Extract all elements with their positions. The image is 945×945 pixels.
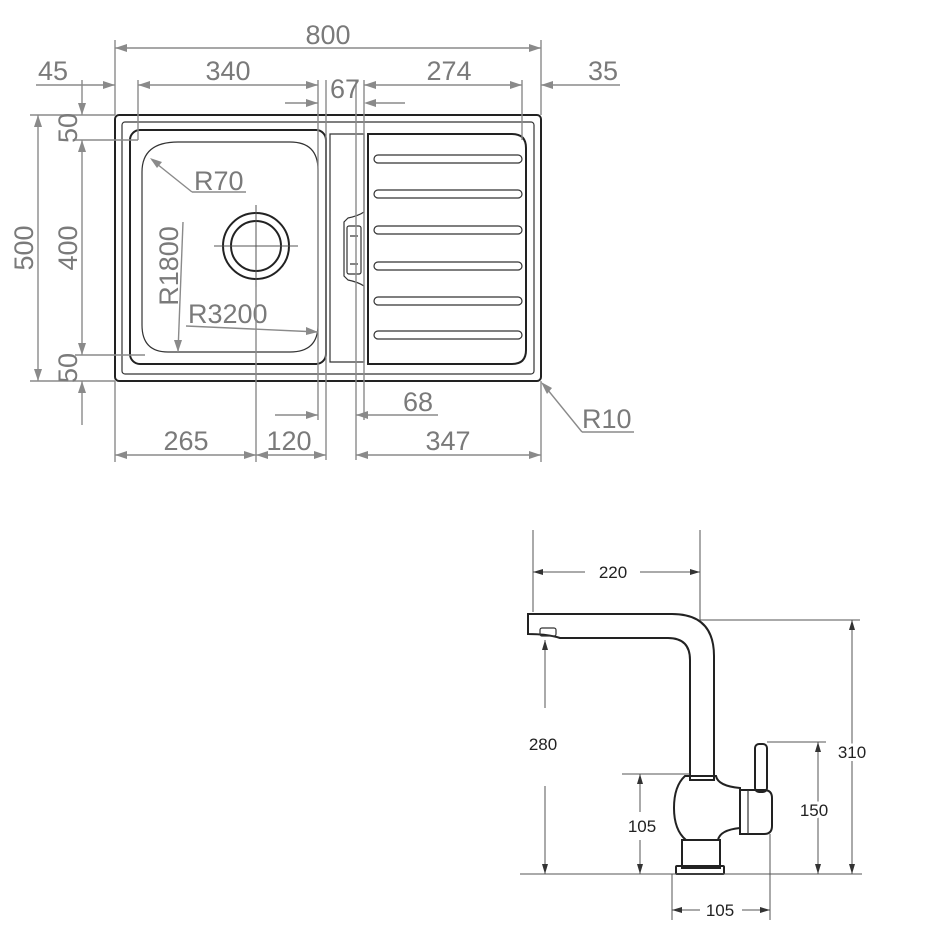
dim-bowl-width: 340 [205, 56, 250, 86]
dim-bottom-right: 347 [425, 426, 470, 456]
dim-left-offset: 45 [38, 56, 68, 86]
bowl-inner [141, 141, 319, 353]
faucet-dimensions: 220 280 310 150 105 105 [520, 530, 869, 920]
dim-handle-height: 150 [800, 801, 828, 820]
dim-body-height: 105 [628, 817, 656, 836]
sink-top-view [114, 114, 542, 382]
dim-bottom-mid: 120 [266, 426, 311, 456]
dim-bottom-margin: 50 [53, 353, 83, 383]
dim-height-total: 500 [9, 225, 39, 270]
faucet-stem [681, 839, 721, 869]
label-r10: R10 [582, 404, 632, 434]
dim-spout-height: 280 [529, 735, 557, 754]
label-r3200: R3200 [188, 299, 268, 329]
label-r70: R70 [194, 166, 244, 196]
dim-top-margin: 50 [53, 113, 83, 143]
dim-gap-68: 68 [403, 387, 433, 417]
dim-drainer-width: 274 [426, 56, 471, 86]
faucet-spout [527, 613, 715, 781]
dim-width-total: 800 [305, 20, 350, 50]
sink-outer-rim [114, 114, 542, 382]
dim-base-width: 105 [706, 901, 734, 920]
faucet-body [672, 775, 741, 841]
dim-right-offset: 35 [588, 56, 618, 86]
aerator [539, 627, 557, 637]
drainer-ribs [373, 154, 523, 340]
faucet-handle-cap [739, 789, 773, 835]
dim-bowl-height: 400 [53, 225, 83, 270]
dim-total-height: 310 [838, 743, 866, 762]
label-r1800: R1800 [154, 226, 184, 306]
faucet-side-view [527, 613, 773, 875]
sink-dimensions: 800 45 340 67 274 35 [9, 20, 634, 462]
overflow-channel [329, 133, 365, 363]
dim-faucet-reach: 220 [599, 563, 627, 582]
dim-gap-67: 67 [330, 74, 360, 104]
overflow-slot [346, 225, 362, 275]
drainer-board [367, 133, 527, 365]
faucet-lever [754, 743, 768, 793]
dim-bottom-left: 265 [163, 426, 208, 456]
sink-inner-rim [121, 121, 535, 375]
